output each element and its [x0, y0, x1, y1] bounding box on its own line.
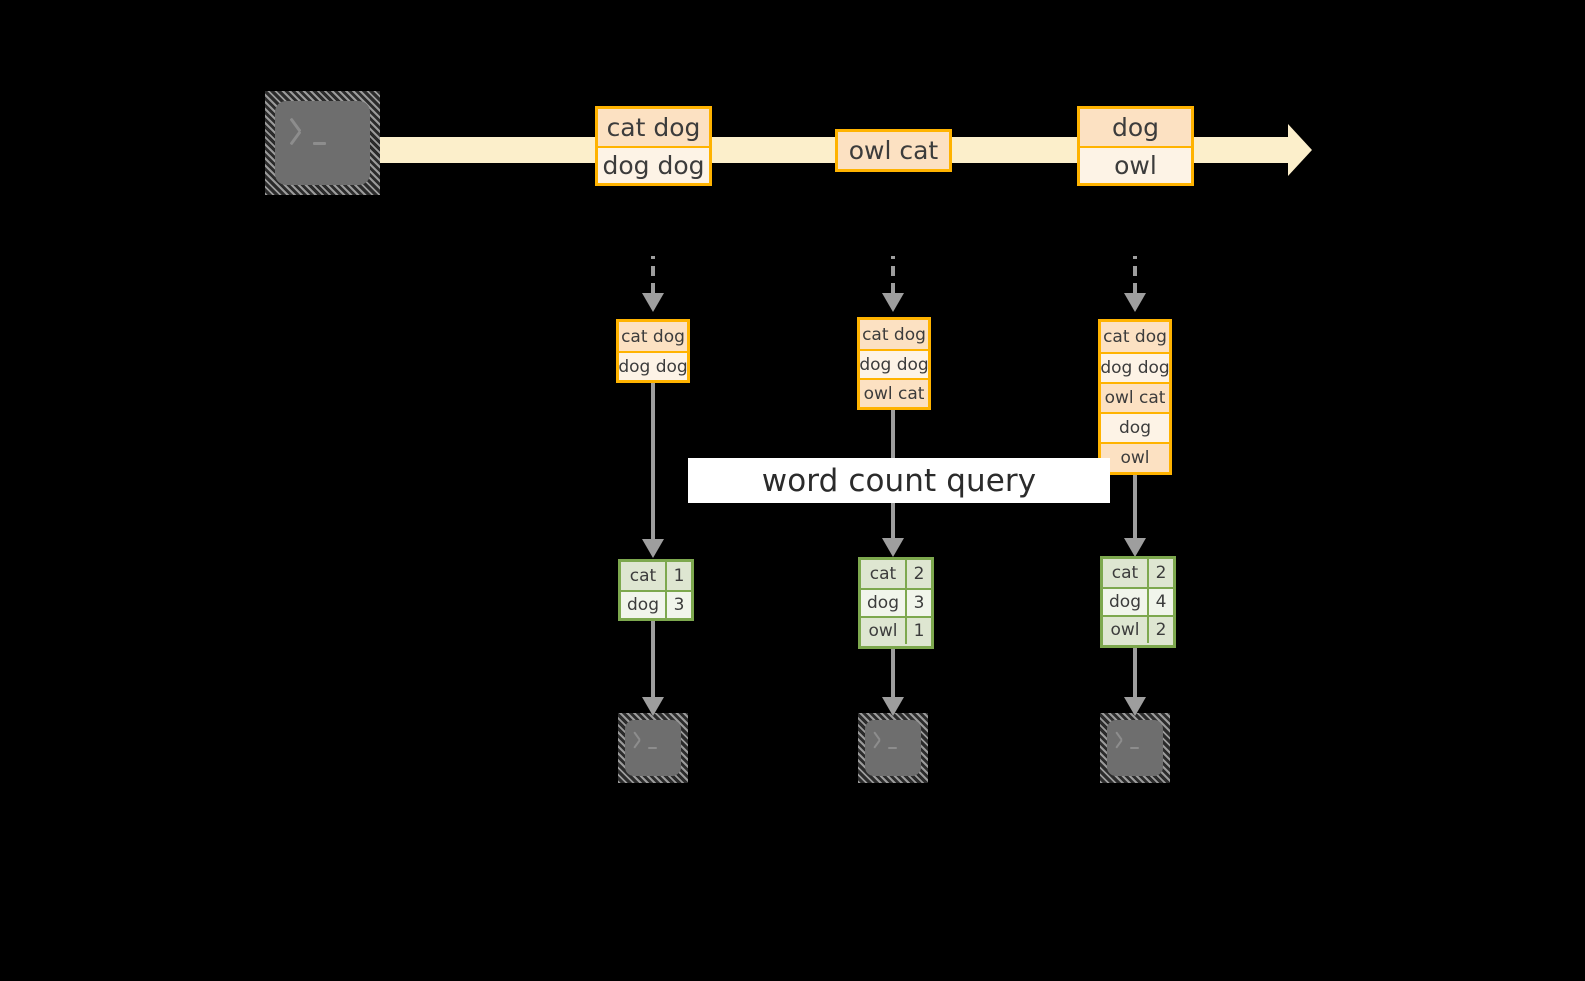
query-label: word count query	[688, 458, 1110, 503]
result-to-sink-arrow-1	[641, 621, 665, 716]
result-count: 1	[665, 562, 691, 590]
arrow-head	[882, 697, 904, 716]
sink-terminal-icon-1	[618, 713, 688, 783]
terminal-screen	[865, 720, 921, 776]
arrow-head	[1124, 538, 1146, 557]
result-to-sink-arrow-3	[1123, 648, 1147, 716]
stream-event-3[interactable]: dog owl	[1077, 106, 1194, 186]
result-word: dog	[861, 590, 905, 616]
stream-event-1[interactable]: cat dog dog dog	[595, 106, 712, 186]
arrow-head	[642, 697, 664, 716]
snapshot-line: owl cat	[1101, 382, 1169, 412]
stream-to-snapshot-arrow-1	[641, 256, 665, 312]
snapshot-line: dog dog	[1100, 352, 1170, 382]
result-count: 2	[905, 560, 931, 588]
arrow-shaft	[651, 256, 655, 293]
arrow-shaft	[1133, 256, 1137, 293]
terminal-screen	[275, 101, 370, 185]
prompt-cursor-icon	[1130, 747, 1139, 749]
result-table-3[interactable]: cat 2 dog 4 owl 2	[1100, 556, 1176, 648]
table-row: cat 1	[621, 562, 691, 590]
query-arrow-3	[1123, 475, 1147, 557]
arrow-shaft	[891, 256, 895, 293]
table-row: cat 2	[861, 560, 931, 588]
stream-event-line: dog	[1080, 109, 1191, 146]
result-word: owl	[861, 618, 905, 644]
terminal-screen	[1107, 720, 1163, 776]
prompt-cursor-icon	[888, 747, 897, 749]
prompt-chevron-icon	[873, 739, 881, 749]
snapshot-line: cat dog	[1101, 322, 1169, 352]
snapshot-line: owl cat	[860, 378, 928, 407]
stream-event-line: owl cat	[838, 132, 949, 169]
event-stream-arrowhead	[1288, 124, 1312, 176]
prompt-chevron-icon	[633, 739, 641, 749]
result-word: owl	[1103, 617, 1147, 643]
arrow-head	[1124, 293, 1146, 312]
stream-to-snapshot-arrow-3	[1123, 256, 1147, 312]
result-word: cat	[861, 560, 905, 588]
result-table-1[interactable]: cat 1 dog 3	[618, 559, 694, 621]
snapshot-table-1[interactable]: cat dog dog dog	[616, 319, 690, 383]
snapshot-line: cat dog	[619, 322, 687, 351]
table-row: dog 4	[1103, 587, 1173, 615]
table-row: owl 1	[861, 616, 931, 644]
arrow-head	[642, 293, 664, 312]
snapshot-line: dog dog	[618, 351, 688, 380]
arrow-head	[882, 293, 904, 312]
arrow-shaft	[651, 621, 655, 699]
result-count: 3	[665, 592, 691, 618]
prompt-cursor-icon	[313, 142, 326, 145]
arrow-shaft	[891, 649, 895, 699]
arrow-head	[642, 539, 664, 558]
result-table-2[interactable]: cat 2 dog 3 owl 1	[858, 557, 934, 649]
sink-terminal-icon-2	[858, 713, 928, 783]
result-word: dog	[1103, 589, 1147, 615]
prompt-chevron-icon	[289, 130, 302, 146]
snapshot-table-2[interactable]: cat dog dog dog owl cat	[857, 317, 931, 410]
sink-terminal-icon-3	[1100, 713, 1170, 783]
query-arrow-1	[641, 383, 665, 558]
table-row: dog 3	[621, 590, 691, 618]
table-row: cat 2	[1103, 559, 1173, 587]
arrow-shaft	[651, 383, 655, 541]
result-word: cat	[621, 562, 665, 590]
result-count: 4	[1147, 589, 1173, 615]
result-word: dog	[621, 592, 665, 618]
table-row: owl 2	[1103, 615, 1173, 643]
snapshot-line: owl	[1101, 442, 1169, 472]
result-count: 1	[905, 618, 931, 644]
prompt-chevron-icon	[1115, 739, 1123, 749]
result-count: 2	[1147, 559, 1173, 587]
table-row: dog 3	[861, 588, 931, 616]
stream-to-snapshot-arrow-2	[881, 256, 905, 312]
stream-event-line: cat dog	[598, 109, 709, 146]
arrow-head	[1124, 697, 1146, 716]
snapshot-line: dog	[1101, 412, 1169, 442]
result-count: 3	[905, 590, 931, 616]
snapshot-line: dog dog	[859, 349, 929, 378]
terminal-screen	[625, 720, 681, 776]
prompt-cursor-icon	[648, 747, 657, 749]
result-word: cat	[1103, 559, 1147, 587]
query-label-text: word count query	[761, 462, 1037, 499]
arrow-shaft	[1133, 648, 1137, 699]
arrow-shaft	[1133, 475, 1137, 540]
source-terminal-icon	[265, 91, 380, 195]
arrow-head	[882, 538, 904, 557]
stream-event-2[interactable]: owl cat	[835, 129, 952, 172]
result-count: 2	[1147, 617, 1173, 643]
snapshot-line: cat dog	[860, 320, 928, 349]
snapshot-table-3[interactable]: cat dog dog dog owl cat dog owl	[1098, 319, 1172, 475]
stream-event-line: dog dog	[598, 146, 709, 183]
stream-event-line: owl	[1080, 146, 1191, 183]
result-to-sink-arrow-2	[881, 649, 905, 716]
